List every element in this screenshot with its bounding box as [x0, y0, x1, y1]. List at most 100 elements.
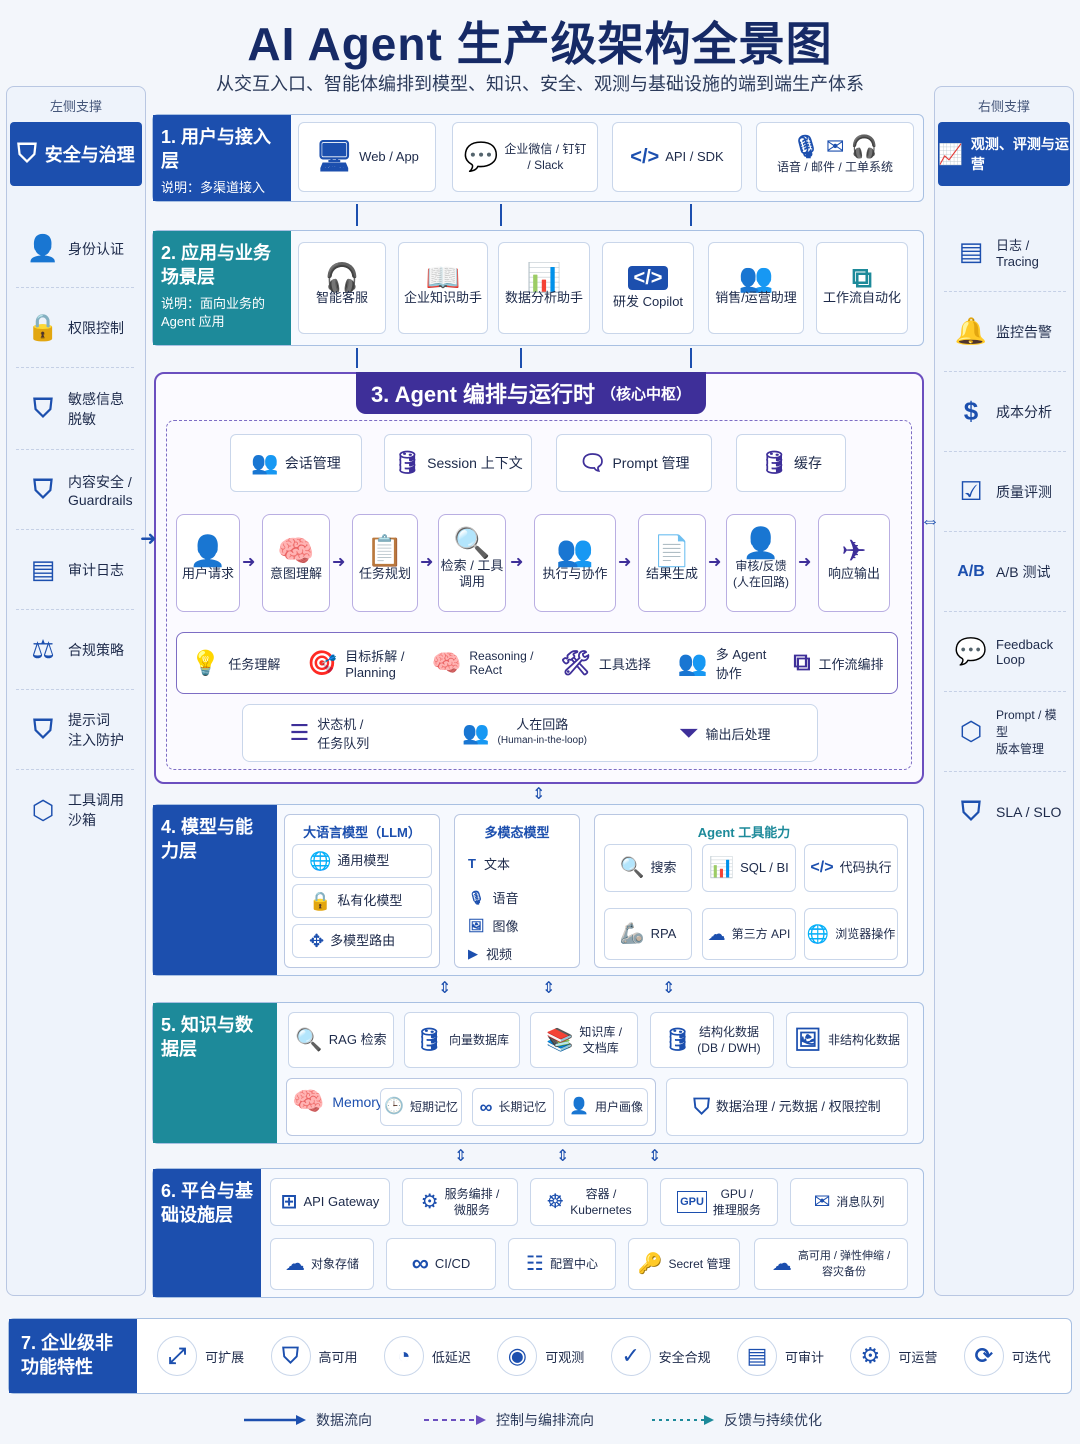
- shield-check-icon: ⛉: [33, 473, 53, 504]
- layer-access-header: 1. 用户与接入层 说明：多渠道接入: [153, 115, 291, 201]
- bidirectional-arrow: ⇕: [648, 1148, 662, 1165]
- bidirectional-arrow: ⇕: [532, 786, 546, 803]
- robot-arm-icon: 🦾: [619, 923, 645, 945]
- group-icon: 👥: [677, 649, 708, 677]
- document-icon: ▤: [30, 554, 56, 584]
- image-doc-icon: 🖼: [794, 1027, 822, 1052]
- infinity-icon: ∞: [479, 1097, 493, 1117]
- search-network-icon: 🔍: [295, 1027, 323, 1052]
- queue-icon: ☰: [289, 720, 310, 745]
- app-customer-service: 🎧智能客服: [298, 242, 386, 334]
- flow-label: 结果生成: [645, 566, 698, 581]
- arrow-right: ➜: [618, 554, 632, 571]
- tool-code-exec: </>代码执行: [804, 844, 898, 892]
- side-item-prompt-injection: ⛉提示词 注入防护: [16, 690, 134, 770]
- layer-nonfunctional-header: 7. 企业级非功能特性: [9, 1319, 137, 1393]
- infra-api-gateway: ⊞API Gateway: [270, 1178, 390, 1226]
- card-label: 短期记忆: [409, 1100, 458, 1114]
- side-item-label: 监控告警: [996, 323, 1052, 340]
- app-sales-ops: 👥销售/运营助理: [708, 242, 804, 334]
- image-icon: 🖼: [468, 917, 485, 933]
- security-governance-header: ⛉ 安全与治理: [10, 122, 142, 186]
- llm-private: 🔒私有化模型: [292, 884, 432, 918]
- flow-user-request: 👤用户请求: [176, 514, 240, 612]
- arrow-down: [356, 348, 358, 368]
- lock-icon: 🔒: [26, 312, 60, 342]
- layer-knowledge-header: 5. 知识与数据层: [153, 1003, 277, 1143]
- orchestration-inner: [166, 420, 912, 770]
- layer-title: 5. 知识与数据层: [161, 1015, 254, 1059]
- flow-response: ✈响应输出: [818, 514, 890, 612]
- multimodal-group: [454, 814, 580, 968]
- arrow-right: ➜: [242, 554, 256, 571]
- vector-db: 🛢向量数据库: [404, 1012, 520, 1068]
- nf-compliance: ✓安全合规: [610, 1336, 711, 1376]
- card-label: 知识库 / 文档库: [579, 1025, 623, 1055]
- card-label: 消息队列: [836, 1195, 885, 1209]
- card-label: 会话管理: [284, 455, 341, 471]
- cap-label: Reasoning / ReAct: [469, 649, 534, 677]
- cloud-upload-icon: ☁: [771, 1253, 792, 1275]
- card-label: 高可用 / 弹性伸缩 / 容灾备份: [797, 1250, 891, 1278]
- card-label: 浏览器操作: [835, 927, 896, 941]
- cache-database-icon: 🛢: [760, 450, 788, 475]
- search-tool-icon: 🔍: [453, 527, 491, 560]
- card-label: 搜索: [650, 860, 677, 875]
- nonfunctional-items: ⤢可扩展 ⛉高可用 ◔低延迟 ◉可观测 ✓安全合规 ▤可审计 ⚙可运营 ⟳可迭代: [144, 1326, 1064, 1386]
- left-items: 👤身份认证 🔒权限控制 ⛉敏感信息 脱敏 ⛉内容安全 / Guardrails …: [16, 210, 134, 850]
- clipboard-icon: 📋: [366, 535, 404, 568]
- code-icon: </>: [810, 859, 834, 876]
- nf-scalable: ⤢可扩展: [157, 1336, 244, 1376]
- card-label: 容器 / Kubernetes: [570, 1187, 632, 1217]
- infra-microservices: ⚙服务编排 / 微服务: [402, 1178, 518, 1226]
- nf-label: 安全合规: [658, 1349, 711, 1365]
- cube-icon: ⬡: [31, 794, 55, 825]
- card-label: 配置中心: [549, 1257, 598, 1271]
- gateway-icon: ⊞: [280, 1191, 298, 1213]
- human-in-loop: 👥人在回路(Human-in-the-loop): [462, 717, 587, 749]
- cubes-icon: ⬡: [959, 716, 983, 746]
- card-label: 通用模型: [337, 853, 390, 868]
- infra-secret: 🔑Secret 管理: [628, 1238, 740, 1290]
- card-label: Session 上下文: [427, 455, 523, 471]
- card-label: 向量数据库: [448, 1033, 509, 1047]
- wrench-icon: 🛠: [560, 649, 591, 677]
- side-item-label: 质量评测: [996, 483, 1052, 500]
- nf-label: 可迭代: [1011, 1349, 1051, 1365]
- bidirectional-arrow: ⇕: [542, 980, 556, 997]
- card-label: 用户画像: [594, 1100, 643, 1114]
- side-item-auth: 👤身份认证: [16, 210, 134, 288]
- app-data-analysis: 📊数据分析助手: [498, 242, 590, 334]
- arrow-right: ➜: [798, 554, 812, 571]
- arrow-right: ➜: [510, 554, 524, 571]
- nf-auditable: ▤可审计: [737, 1336, 824, 1376]
- users-icon: 👥: [251, 450, 279, 475]
- flow-intent: 🧠意图理解: [262, 514, 330, 612]
- side-item-guardrails: ⛉内容安全 / Guardrails: [16, 450, 134, 530]
- expand-icon: ⤢: [157, 1336, 198, 1376]
- runtime-bottom-row: ☰状态机 / 任务队列 👥人在回路(Human-in-the-loop) ⏷输出…: [242, 704, 818, 762]
- shield-icon: ⛉: [270, 1336, 311, 1376]
- orch-session-context: 🛢Session 上下文: [384, 434, 532, 492]
- bidirectional-arrow: ⇕: [454, 1148, 468, 1165]
- nf-operable: ⚙可运营: [850, 1336, 937, 1376]
- access-im: 💬企业微信 / 钉钉 / Slack: [452, 122, 598, 192]
- memory-long-term: ∞长期记忆: [472, 1088, 554, 1126]
- infra-cicd: ∞CI/CD: [386, 1238, 496, 1290]
- orchestration-title: 3. Agent 编排与运行时 （核心中枢）: [356, 372, 706, 414]
- layer-title: 4. 模型与能力层: [161, 817, 254, 861]
- card-label: 服务编排 / 微服务: [444, 1187, 500, 1217]
- card-label: Secret 管理: [668, 1257, 731, 1271]
- nf-label: 低延迟: [431, 1349, 471, 1365]
- card-label: 对象存储: [310, 1257, 359, 1271]
- side-item-cost: $成本分析: [944, 372, 1066, 452]
- filter-icon: ⏷: [679, 720, 698, 745]
- checklist-icon: ☑: [959, 476, 983, 506]
- user-check-icon: 👤: [742, 527, 780, 560]
- bottom-sublabel: (Human-in-the-loop): [497, 735, 587, 746]
- card-label: SQL / BI: [740, 860, 789, 875]
- cap-label: 工具选择: [598, 656, 651, 672]
